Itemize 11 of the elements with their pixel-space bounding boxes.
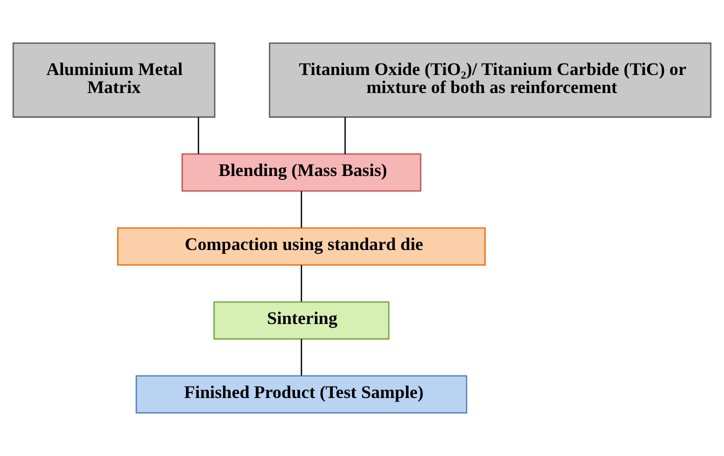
node-box: Titanium Oxide (TiO₂)/ Titanium Carbide (TiC) or mixture of both as reinforcement — [268, 42, 712, 118]
node-box: Blending (Mass Basis) — [182, 153, 422, 192]
connector — [300, 265, 302, 302]
connector — [198, 117, 200, 154]
node-box: Compaction using standard die — [117, 227, 486, 266]
connector — [300, 191, 302, 228]
connector — [300, 339, 302, 376]
node-box: Sintering — [213, 301, 390, 340]
connector — [344, 117, 346, 154]
node-box: Aluminium Metal Matrix — [12, 42, 216, 118]
node-box: Finished Product (Test Sample) — [136, 375, 468, 414]
